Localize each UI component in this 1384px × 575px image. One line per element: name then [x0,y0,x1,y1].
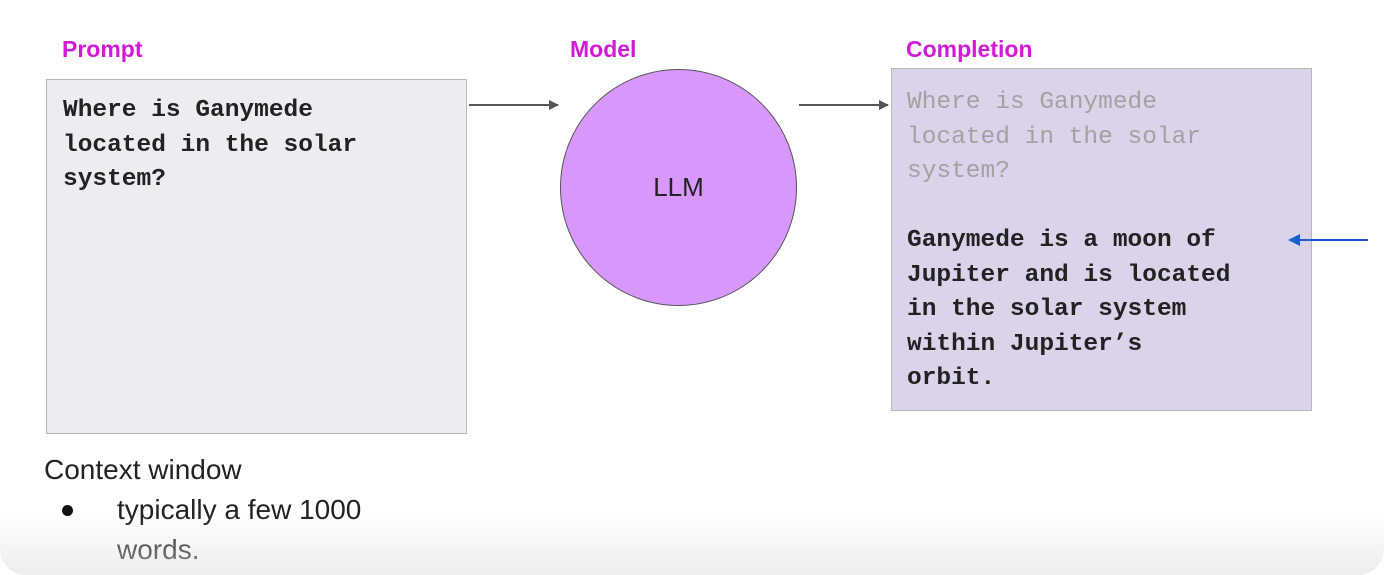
llm-circle: LLM [560,69,797,306]
prompt-box: Where is Ganymede located in the solar s… [46,79,467,434]
completion-heading: Completion [906,36,1033,62]
completion-answer: Ganymede is a moon of Jupiter and is loc… [907,227,1231,392]
context-window-title: Context window [44,454,242,485]
llm-label: LLM [653,172,704,202]
model-heading: Model [570,36,637,62]
completion-box: Where is Ganymede located in the solar s… [891,68,1312,411]
bullet-dot [62,505,73,516]
completion-prompt-echo: Where is Ganymede located in the solar s… [907,89,1202,185]
prompt-text: Where is Ganymede located in the solar s… [63,97,358,193]
bottom-fade [0,515,1384,575]
prompt-heading: Prompt [62,36,143,62]
